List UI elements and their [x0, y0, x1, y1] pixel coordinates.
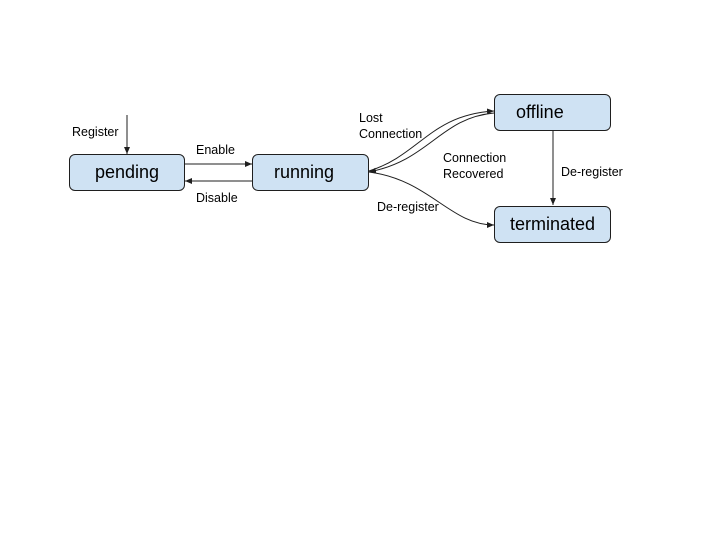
arrow-deregister-running	[368, 171, 495, 228]
label-deregister-running: De-register	[377, 200, 439, 214]
label-lost-connection-line2: Connection	[359, 127, 423, 141]
state-running: running	[252, 154, 369, 191]
label-connection-recovered-line2: Recovered	[443, 167, 504, 181]
state-pending: pending	[69, 154, 185, 191]
arrow-lost-connection	[368, 108, 495, 172]
label-enable: Enable	[196, 143, 235, 157]
state-terminated: terminated	[494, 206, 611, 243]
label-connection-recovered-line1: Connection	[443, 151, 507, 165]
label-disable: Disable	[196, 191, 238, 205]
label-lost-connection-line1: Lost	[359, 111, 383, 125]
label-register: Register	[72, 125, 119, 139]
state-offline: offline	[494, 94, 611, 131]
arrow-connection-recovered	[368, 112, 495, 174]
label-deregister-offline: De-register	[561, 165, 623, 179]
